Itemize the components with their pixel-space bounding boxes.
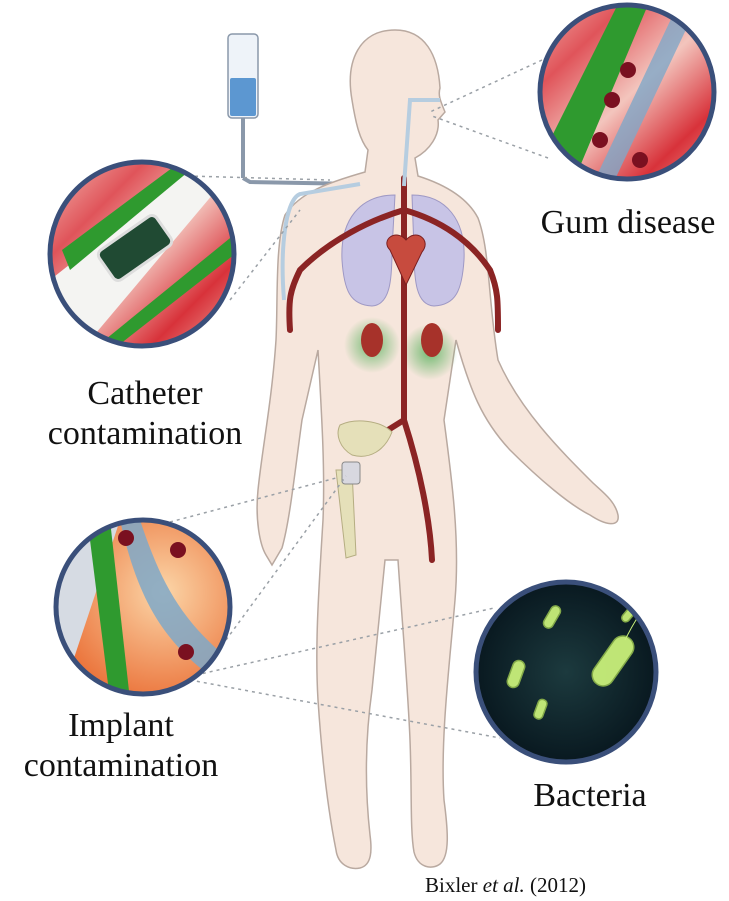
gum-disease-text: Gum disease (541, 204, 716, 241)
citation-author: Bixler (425, 873, 478, 897)
citation-etal: et al. (483, 873, 525, 897)
bacteria-text: Bacteria (533, 777, 646, 814)
catheter-label-line2: contamination (30, 414, 260, 454)
iv-bag-icon (228, 34, 360, 184)
implant-contamination-label: Implant contamination (6, 706, 236, 786)
gum-disease-callout (530, 0, 729, 190)
implant-label-line1: Implant (6, 706, 236, 746)
implant-callout (55, 520, 235, 700)
implant-label-line2: contamination (6, 746, 236, 786)
citation-year: (2012) (530, 873, 586, 897)
citation: Bixler et al. (2012) (425, 873, 586, 898)
gum-disease-label: Gum disease (528, 203, 728, 243)
catheter-label-line1: Catheter (30, 374, 260, 414)
bacteria-callout (476, 582, 660, 762)
bacteria-label: Bacteria (500, 776, 680, 816)
catheter-callout (50, 162, 240, 352)
catheter-contamination-label: Catheter contamination (30, 374, 260, 454)
